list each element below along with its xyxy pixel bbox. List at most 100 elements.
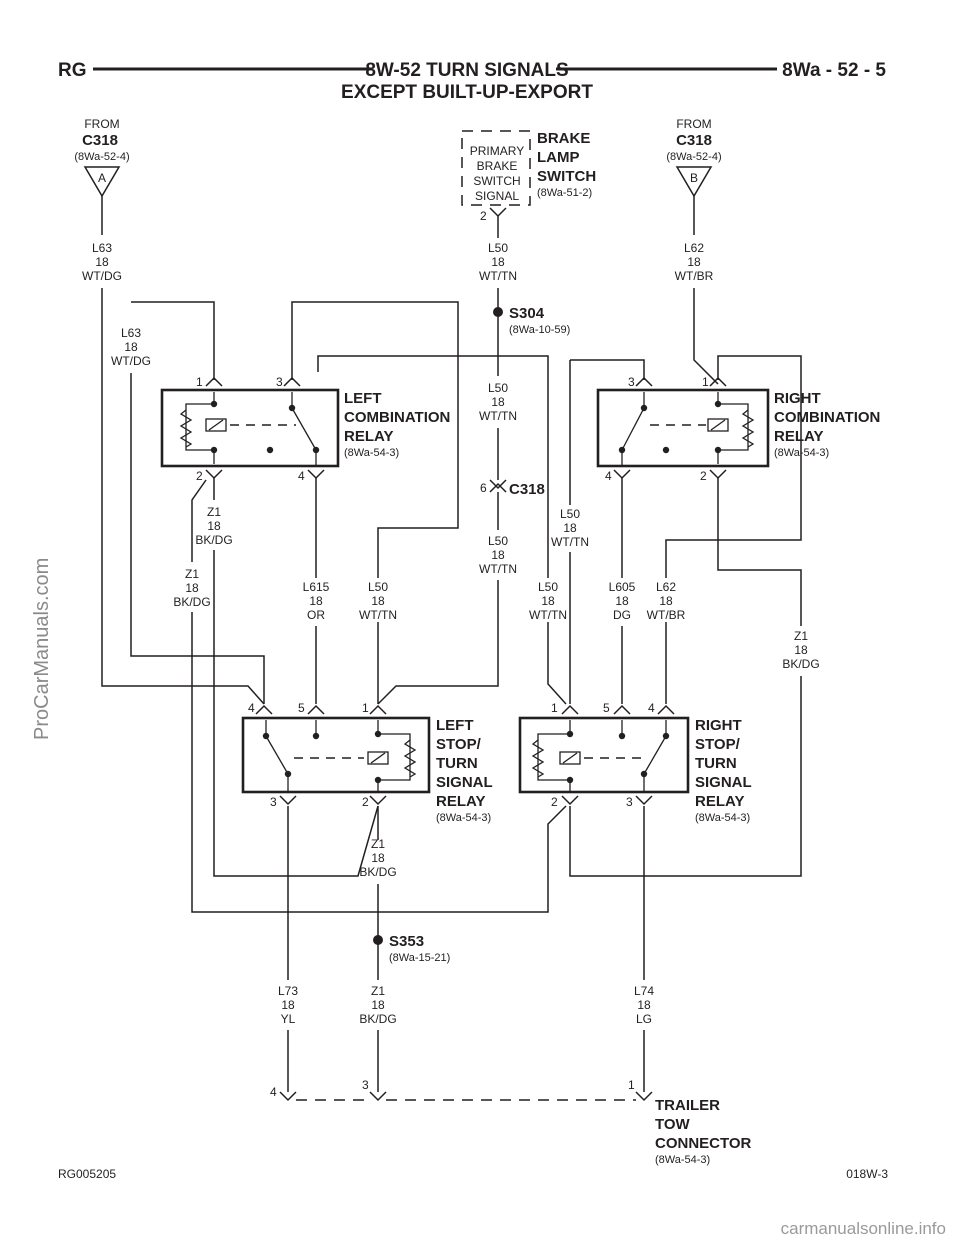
left-comb-name-3: RELAY [344, 428, 393, 445]
wire-l50-mid-color: WT/TN [479, 409, 517, 423]
brake-switch-pin: 2 [480, 209, 487, 223]
left-comb-switch-arm [291, 407, 317, 451]
left-combination-relay-box [160, 388, 340, 468]
left-stop-coil [367, 751, 389, 765]
left-stop-pin-1: 1 [362, 701, 369, 715]
connector-c318-name: C318 [509, 481, 545, 498]
left-stop-terminal-2 [369, 795, 387, 806]
trailer-ref: (8Wa-54-3) [655, 1154, 710, 1166]
right-comb-coil [707, 418, 729, 432]
right-comb-coil-slash [710, 419, 726, 431]
wire-l62-top-id: L62 [684, 241, 704, 255]
left-stop-switch-arm [265, 735, 289, 775]
wire-l50-rlow-id: L50 [538, 580, 558, 594]
wire-l63-top-color: WT/DG [82, 269, 122, 283]
trailer-terminal-3 [369, 1091, 387, 1102]
wire-z1-right-gauge: 18 [794, 643, 808, 657]
right-comb-terminal-3 [635, 376, 653, 387]
right-comb-resistor [741, 409, 755, 448]
right-stop-pin-1: 1 [551, 701, 558, 715]
left-stop-dot-d [374, 730, 382, 738]
right-source-name: C318 [676, 132, 712, 149]
right-comb-name-2: COMBINATION [774, 409, 880, 426]
wire-z1-b-id: Z1 [185, 567, 199, 581]
wire-l73-id: L73 [278, 984, 298, 998]
splice-s304-name: S304 [509, 305, 545, 322]
right-stop-terminal-4 [657, 704, 675, 715]
right-combination-relay-box [596, 388, 770, 468]
footer-code-right: 018W-3 [846, 1167, 888, 1181]
wire-l605-gauge: 18 [615, 594, 629, 608]
right-stop-dot-b [566, 776, 574, 784]
right-comb-name-1: RIGHT [774, 390, 821, 407]
right-comb-pin-1: 1 [702, 375, 709, 389]
right-stop-pin-4: 4 [648, 701, 655, 715]
wire-z1-right-color: BK/DG [782, 657, 819, 671]
wire-l615-color: OR [307, 608, 325, 622]
left-comb-dot-b [210, 446, 218, 454]
right-stop-name-1: RIGHT [695, 717, 742, 734]
right-comb-pin-4: 4 [605, 469, 612, 483]
right-stop-pin-2: 2 [551, 795, 558, 809]
header-title: 8W-52 TURN SIGNALS [365, 60, 568, 81]
wire-l50-c318-id: L50 [488, 534, 508, 548]
trailer-terminal-4 [279, 1091, 297, 1102]
wire-z1-right-run [569, 676, 802, 877]
trailer-name-3: CONNECTOR [655, 1135, 752, 1152]
wire-l50-c318-gauge: 18 [491, 548, 505, 562]
left-comb-pin-4: 4 [298, 469, 305, 483]
left-stop-name-1: LEFT [436, 717, 474, 734]
bottom-watermark: carmanualsonline.info [781, 1219, 946, 1238]
wire-l74-id: L74 [634, 984, 654, 998]
splice-s304-ref: (8Wa-10-59) [509, 324, 570, 336]
left-stop-name-5: RELAY [436, 793, 485, 810]
wire-z1-mid-id: Z1 [371, 837, 385, 851]
left-stop-name-2: STOP/ [436, 736, 482, 753]
right-source-from: FROM [676, 117, 711, 131]
left-stop-ref: (8Wa-54-3) [436, 812, 491, 824]
left-source-ref: (8Wa-52-4) [74, 151, 129, 163]
wire-l73-color: YL [281, 1012, 296, 1026]
side-watermark: ProCarManuals.com [31, 558, 53, 740]
right-stop-pin-3: 3 [626, 795, 633, 809]
wire-l50-right-id: L50 [560, 507, 580, 521]
left-comb-resistor [179, 409, 193, 448]
wire-l63-branch-top [131, 301, 215, 380]
wire-l63-top-id: L63 [92, 241, 112, 255]
left-source-triangle [83, 166, 121, 198]
wire-l615-id: L615 [303, 580, 330, 594]
wire-l50-to-left-stop-1 [377, 580, 499, 705]
left-comb-terminal-3 [283, 376, 301, 387]
wire-l63-mid-color: WT/DG [111, 354, 151, 368]
header-section-code: RG [58, 60, 87, 81]
wire-l50-top-color: WT/TN [479, 269, 517, 283]
brake-switch-dashed-box [461, 130, 531, 206]
wire-l74-color: LG [636, 1012, 652, 1026]
right-comb-name-3: RELAY [774, 428, 823, 445]
left-source-from: FROM [84, 117, 119, 131]
right-stop-name-3: TURN [695, 755, 737, 772]
left-stop-terminal-3 [279, 795, 297, 806]
wire-z1-b-color: BK/DG [173, 595, 210, 609]
right-comb-terminal-4 [613, 469, 631, 480]
wire-z1-b-top [191, 479, 207, 562]
wire-l50-right-loop [317, 355, 549, 578]
wire-l50-right-comb-feed [570, 359, 645, 380]
trailer-name-1: TRAILER [655, 1097, 720, 1114]
right-source-triangle [675, 166, 713, 198]
trailer-terminal-1 [635, 1091, 653, 1102]
left-stop-terminal-4 [255, 704, 273, 715]
trailer-name-2: TOW [655, 1116, 691, 1133]
wire-l62-loop [665, 355, 802, 578]
left-comb-name-2: COMBINATION [344, 409, 450, 426]
brake-switch-inner-2: BRAKE [477, 159, 518, 173]
brake-switch-inner-4: SIGNAL [475, 189, 519, 203]
wire-z1-low-color: BK/DG [359, 1012, 396, 1026]
right-stop-resistor [531, 739, 545, 778]
wire-l62-top-gauge: 18 [687, 255, 701, 269]
left-stop-name-3: TURN [436, 755, 478, 772]
wire-z1-a-id: Z1 [207, 505, 221, 519]
right-stop-coil [559, 751, 581, 765]
right-stop-name-5: RELAY [695, 793, 744, 810]
